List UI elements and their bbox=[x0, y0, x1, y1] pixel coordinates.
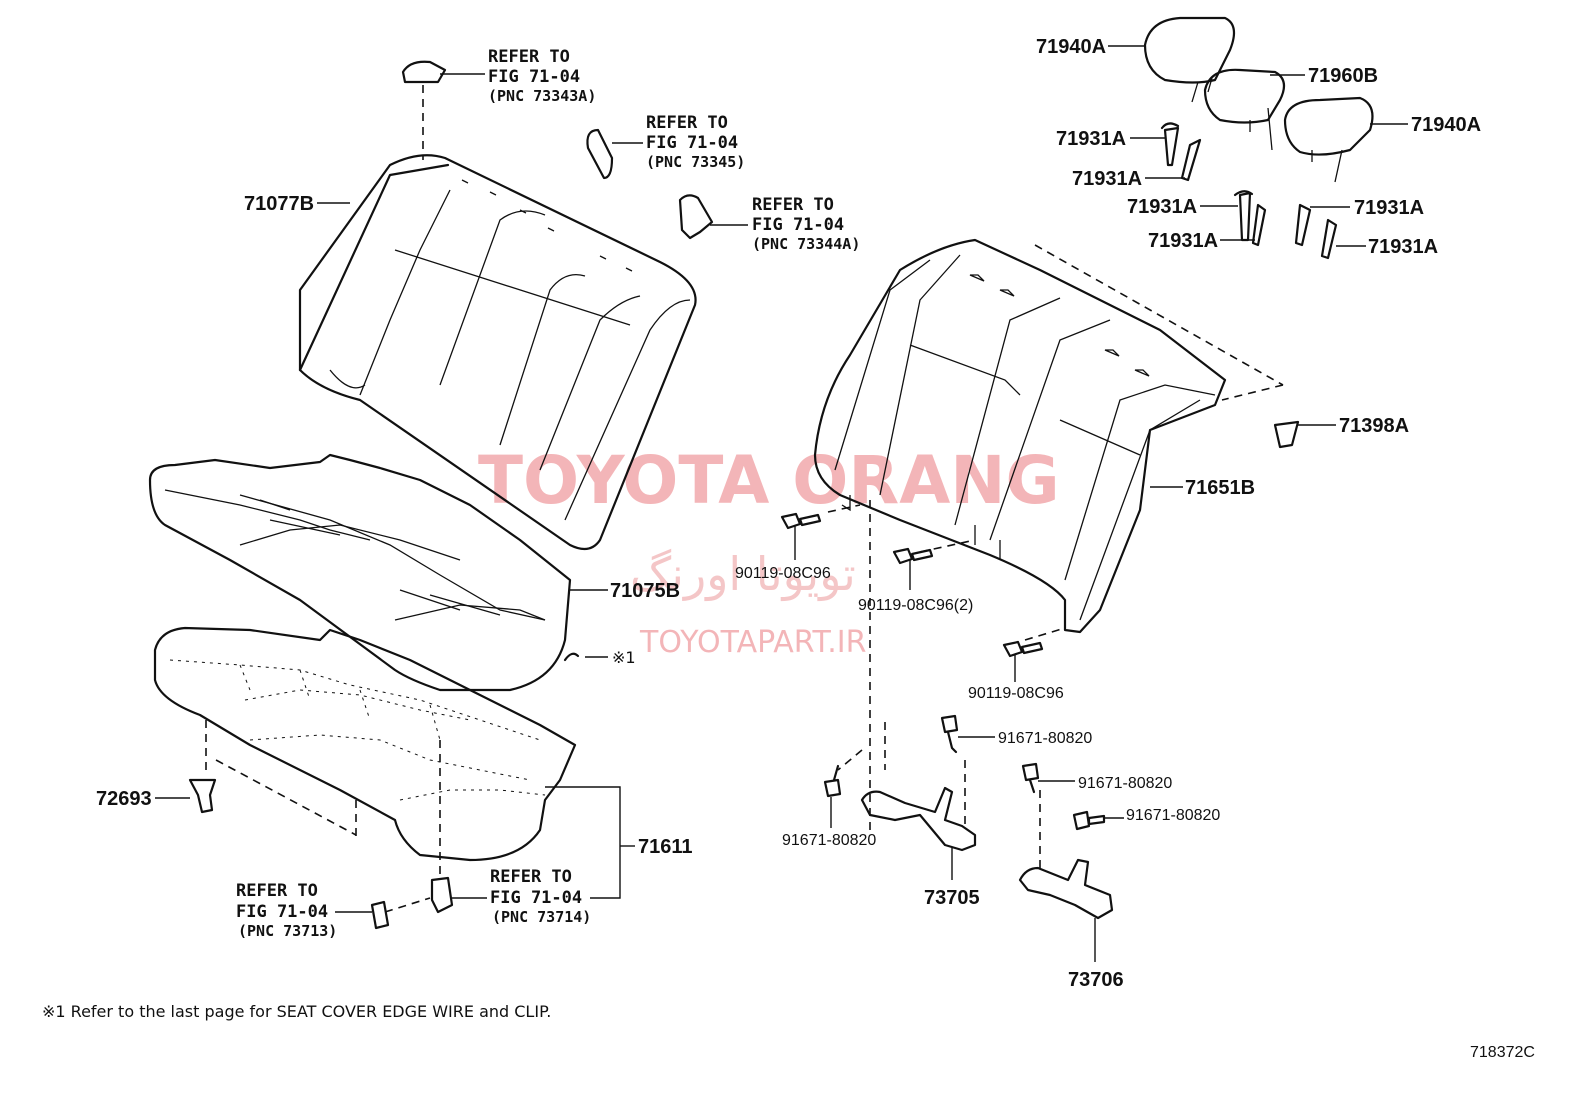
label-71651B: 71651B bbox=[1185, 477, 1255, 499]
refer-73345-line3: (PNC 73345) bbox=[646, 153, 745, 171]
refer-73345-line2: FIG 71-04 bbox=[646, 133, 738, 153]
seatback-cover-drawing bbox=[298, 154, 697, 551]
label-note-mark: ※1 bbox=[612, 648, 636, 667]
bolts-drawing bbox=[780, 512, 1106, 831]
refer-73714-line3: (PNC 73714) bbox=[492, 908, 591, 926]
brackets-drawing bbox=[860, 786, 1114, 920]
label-71960B: 71960B bbox=[1308, 65, 1378, 87]
watermark-site: TOYOTAPART.IR bbox=[639, 625, 866, 660]
label-71931A-2: 71931A bbox=[1072, 168, 1142, 190]
label-71611: 71611 bbox=[638, 836, 693, 858]
label-71940A-right: 71940A bbox=[1411, 114, 1481, 136]
label-71931A-6: 71931A bbox=[1368, 236, 1438, 258]
refer-73344A-line3: (PNC 73344A) bbox=[752, 235, 860, 253]
watermark-title: TOYOTA ORANG bbox=[478, 442, 1060, 519]
label-bolt-90119-a: 90119-08C96 bbox=[735, 565, 831, 582]
label-73706: 73706 bbox=[1068, 969, 1124, 991]
label-bolt-91671-g: 91671-80820 bbox=[782, 832, 876, 849]
leader-lines bbox=[155, 45, 1408, 962]
refer-73713-line2: FIG 71-04 bbox=[236, 902, 328, 922]
headrest-supports-drawing bbox=[1160, 122, 1338, 260]
label-71931A-4: 71931A bbox=[1148, 230, 1218, 252]
seatback-frame-drawing bbox=[813, 238, 1227, 634]
refer-73345: REFER TO FIG 71-04 (PNC 73345) bbox=[646, 113, 745, 171]
label-71931A-3: 71931A bbox=[1127, 196, 1197, 218]
label-bolt-90119-c: 90119-08C96 bbox=[968, 685, 1064, 702]
refer-73343A-line2: FIG 71-04 bbox=[488, 67, 580, 87]
label-73705: 73705 bbox=[924, 887, 980, 909]
label-71398A: 71398A bbox=[1339, 415, 1409, 437]
refer-73343A-line1: REFER TO bbox=[488, 47, 570, 67]
refer-73713-line3: (PNC 73713) bbox=[238, 922, 337, 940]
label-71075B: 71075B bbox=[610, 580, 680, 602]
label-72693: 72693 bbox=[96, 788, 152, 810]
label-71931A-1: 71931A bbox=[1056, 128, 1126, 150]
label-71077B: 71077B bbox=[244, 193, 314, 215]
part-labels: 71077B 71075B 71611 72693 71940A 71960B … bbox=[96, 36, 1481, 991]
refer-73345-line1: REFER TO bbox=[646, 113, 728, 133]
cushion-cover-drawing bbox=[148, 453, 572, 692]
watermark: TOYOTA ORANG تویوتا اورنگ TOYOTAPART.IR bbox=[478, 442, 1060, 660]
label-bolt-91671-d: 91671-80820 bbox=[998, 730, 1092, 747]
refer-73344A-line1: REFER TO bbox=[752, 195, 834, 215]
refer-73713-line1: REFER TO bbox=[236, 881, 318, 901]
refer-73714: REFER TO FIG 71-04 (PNC 73714) bbox=[490, 867, 591, 926]
refer-73343A: REFER TO FIG 71-04 (PNC 73343A) bbox=[488, 47, 596, 105]
refer-73344A: REFER TO FIG 71-04 (PNC 73344A) bbox=[752, 195, 860, 253]
refer-73344A-line2: FIG 71-04 bbox=[752, 215, 844, 235]
refer-73343A-line3: (PNC 73343A) bbox=[488, 87, 596, 105]
label-bolt-91671-f: 91671-80820 bbox=[1126, 807, 1220, 824]
label-bolt-91671-e: 91671-80820 bbox=[1078, 775, 1172, 792]
label-71940A-top: 71940A bbox=[1036, 36, 1106, 58]
refer-73714-line1: REFER TO bbox=[490, 867, 572, 887]
refer-73714-line2: FIG 71-04 bbox=[490, 888, 582, 908]
footnote: ※1 Refer to the last page for SEAT COVER… bbox=[42, 1002, 551, 1021]
label-bolt-90119-b: 90119-08C96(2) bbox=[858, 597, 973, 614]
watermark-persian: تویوتا اورنگ bbox=[630, 547, 856, 602]
label-71931A-5: 71931A bbox=[1354, 197, 1424, 219]
headrest-drawings bbox=[1143, 16, 1374, 183]
edge-wire-clip bbox=[563, 652, 580, 662]
cushion-pad-drawing bbox=[153, 626, 577, 862]
figure-code: 718372C bbox=[1470, 1044, 1535, 1061]
refer-73713: REFER TO FIG 71-04 (PNC 73713) bbox=[236, 881, 337, 940]
